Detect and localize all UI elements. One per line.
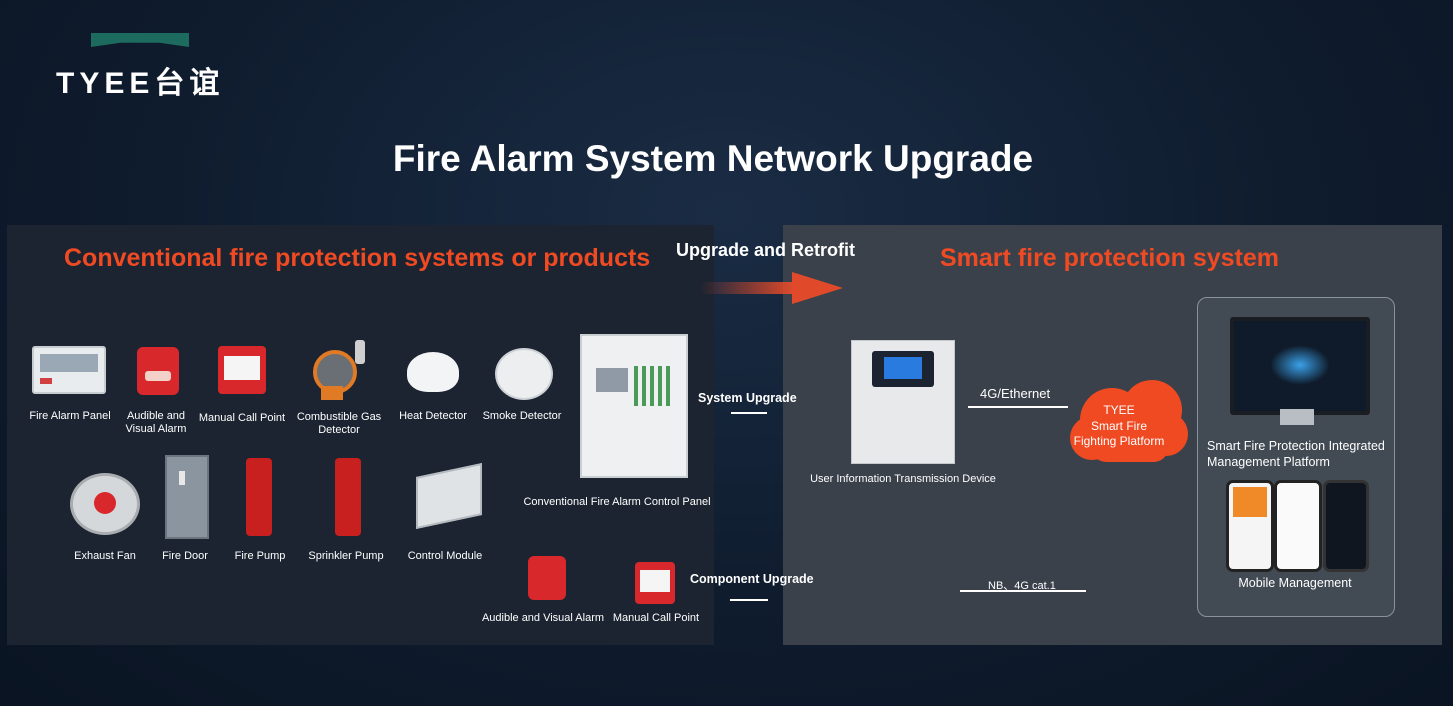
component-call-point-icon	[635, 562, 675, 604]
system-upgrade-line	[731, 412, 767, 414]
component-upgrade-line	[730, 599, 768, 601]
left-header: Conventional fire protection systems or …	[64, 244, 651, 272]
phone-icon-1	[1226, 480, 1274, 572]
fire-door-icon	[165, 455, 209, 539]
component-alarm-icon	[528, 556, 566, 600]
brand-logo: TYEE台谊	[56, 67, 225, 100]
cloud-line2: Smart Fire	[1090, 419, 1147, 433]
audible-visual-alarm-icon	[137, 347, 179, 395]
heat-detector-icon	[407, 352, 459, 392]
label-sprinkler-pump: Sprinkler Pump	[308, 550, 384, 562]
right-header: Smart fire protection system	[940, 244, 1279, 272]
link-4g-line	[968, 406, 1068, 408]
cloud-icon	[1070, 380, 1188, 462]
mobile-title: Mobile Management	[1238, 576, 1352, 590]
logo-bar	[91, 33, 189, 47]
label-gas-detector: Combustible Gas Detector	[296, 411, 382, 436]
platform-title: Smart Fire Protection Integrated Managem…	[1207, 439, 1385, 469]
sprinkler-pump-icon	[335, 458, 361, 536]
link-4g-label: 4G/Ethernet	[980, 386, 1051, 401]
label-fire-alarm-panel: Fire Alarm Panel	[29, 410, 111, 422]
label-component-alarm: Audible and Visual Alarm	[481, 612, 605, 624]
label-smoke-detector: Smoke Detector	[482, 410, 562, 422]
exhaust-fan-icon	[70, 473, 140, 535]
label-audible-alarm: Audible and Visual Alarm	[125, 410, 187, 435]
cloud-line3: Fighting Platform	[1073, 434, 1165, 448]
phone-icon-3	[1323, 480, 1369, 572]
label-component-call-point: Manual Call Point	[612, 612, 700, 624]
label-control-module: Control Module	[407, 550, 483, 562]
link-nb-label: NB、4G cat.1	[988, 580, 1056, 592]
label-transmission-device: User Information Transmission Device	[810, 473, 996, 485]
manual-call-point-icon	[218, 346, 266, 394]
control-panel-icon	[580, 334, 688, 478]
phone-icon-2	[1274, 480, 1322, 572]
system-upgrade-label: System Upgrade	[698, 391, 797, 405]
upgrade-label: Upgrade and Retrofit	[676, 240, 856, 260]
label-control-panel: Conventional Fire Alarm Control Panel	[523, 496, 711, 508]
monitor-stand-icon	[1280, 409, 1314, 425]
link-nb-line	[960, 590, 1086, 592]
transmission-device-icon	[851, 340, 955, 464]
label-heat-detector: Heat Detector	[399, 410, 467, 422]
component-upgrade-label: Component Upgrade	[690, 572, 814, 586]
page-title: Fire Alarm System Network Upgrade	[392, 138, 1034, 179]
cloud-line1: TYEE	[1103, 403, 1135, 417]
label-exhaust-fan: Exhaust Fan	[74, 550, 136, 562]
fire-alarm-panel-icon	[32, 346, 106, 394]
label-fire-door: Fire Door	[162, 550, 208, 562]
monitor-icon	[1230, 317, 1370, 415]
upgrade-arrow-icon	[700, 272, 843, 304]
fire-pump-icon	[246, 458, 272, 536]
smoke-detector-icon	[495, 348, 553, 400]
label-fire-pump: Fire Pump	[234, 550, 286, 562]
gas-detector-icon	[305, 340, 367, 402]
label-manual-call-point: Manual Call Point	[198, 412, 286, 424]
